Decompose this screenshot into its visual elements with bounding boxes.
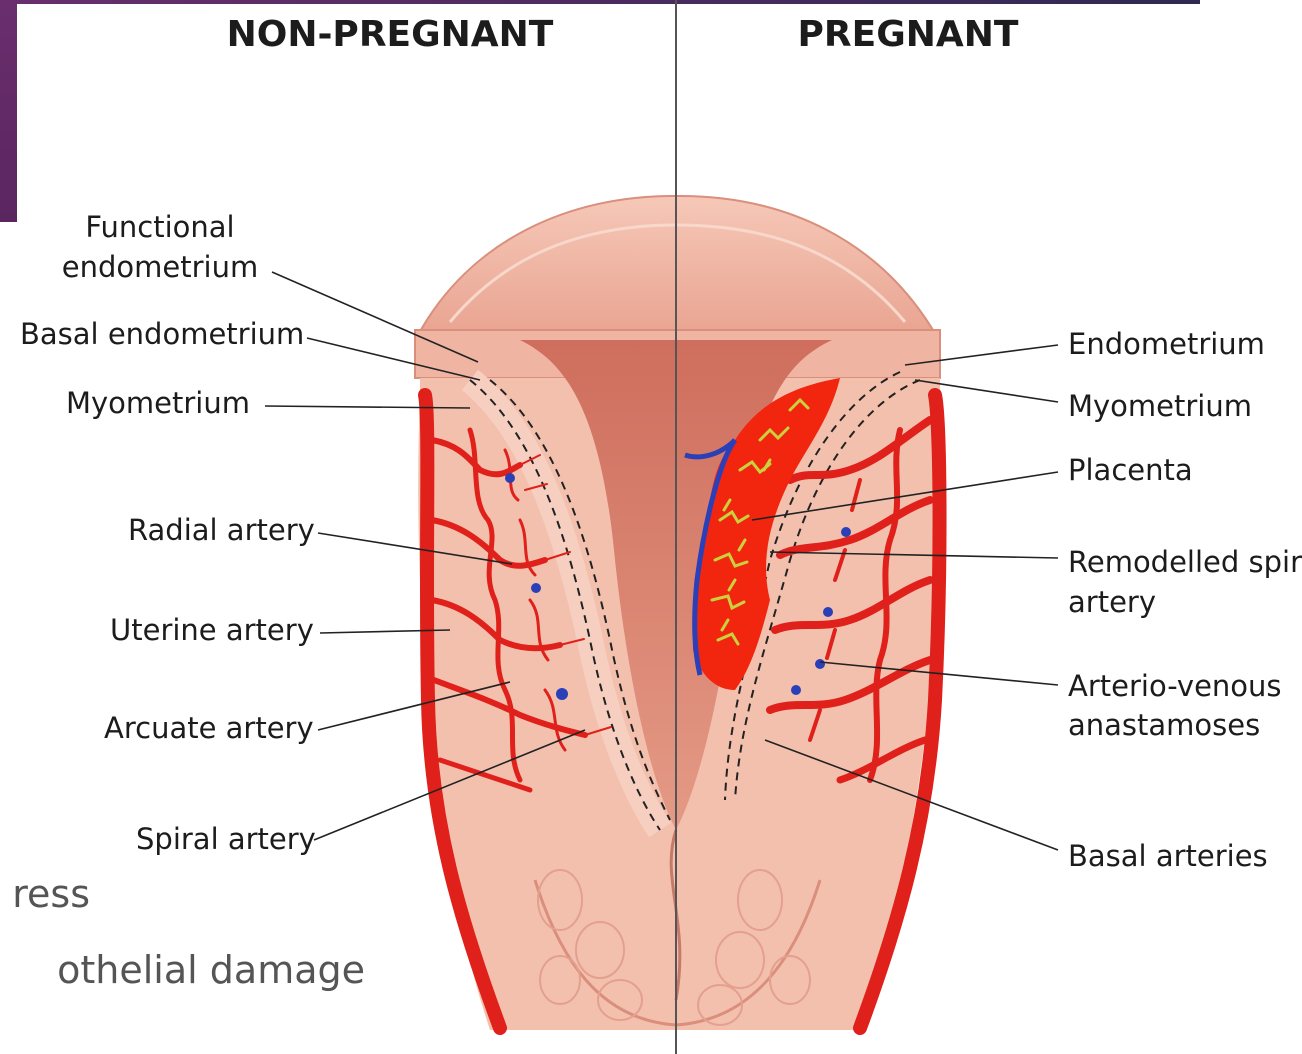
label-uterine-artery: Uterine artery (110, 613, 314, 647)
label-functional-endometrium-line1: Functional (85, 210, 234, 244)
label-myometrium-right: Myometrium (1068, 389, 1252, 423)
label-arterio-venous-line1: Arterio-venous (1068, 669, 1282, 703)
header-pregnant: PREGNANT (798, 14, 1019, 55)
label-arcuate-artery: Arcuate artery (104, 711, 314, 745)
header-non-pregnant: NON-PREGNANT (227, 14, 554, 55)
label-endometrium-right: Endometrium (1068, 327, 1265, 361)
label-remodelled-spiral-artery-line2: artery (1068, 585, 1156, 619)
label-radial-artery: Radial artery (128, 513, 315, 547)
label-basal-arteries: Basal arteries (1068, 839, 1268, 873)
slide-bullet-text-1: ress (0, 872, 90, 916)
label-basal-endometrium: Basal endometrium (20, 317, 304, 351)
label-myometrium-left: Myometrium (66, 386, 250, 420)
label-spiral-artery: Spiral artery (136, 822, 316, 856)
slide-bullet-text-2: othelial damage (0, 948, 365, 992)
label-arterio-venous-line2: anastamoses (1068, 708, 1260, 742)
label-functional-endometrium-line2: endometrium (62, 250, 258, 284)
label-placenta: Placenta (1068, 453, 1193, 487)
label-remodelled-spiral-artery-line1: Remodelled spiral (1068, 545, 1302, 579)
